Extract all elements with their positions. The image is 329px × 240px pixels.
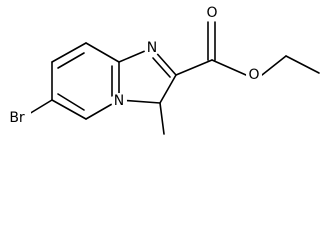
nitrogen-imine-mask bbox=[144, 40, 160, 56]
bond-layer bbox=[23, 21, 320, 135]
oxygen-ester-label: O bbox=[248, 67, 259, 83]
chemical-structure-diagram: N N Br O O bbox=[5, 5, 320, 135]
bromine-mask bbox=[5, 109, 31, 127]
bond-c5-c6-inner bbox=[57, 52, 85, 69]
nitrogen-bridge-mask bbox=[111, 93, 127, 109]
bond-c5b-c6b-inner bbox=[57, 93, 85, 111]
bond-c2-c3 bbox=[159, 74, 177, 104]
oxygen-carbonyl-label: O bbox=[206, 5, 217, 21]
bond-c3-methyl bbox=[159, 102, 165, 135]
oxygen-carbonyl-mask bbox=[204, 5, 220, 21]
bromine-label: Br bbox=[9, 110, 25, 126]
bond-n1-c2-inner bbox=[152, 57, 171, 78]
bond-carbonyl-ester-oxygen bbox=[211, 59, 247, 76]
bond-ester-oxygen-ch2 bbox=[261, 55, 287, 76]
bond-c5-c6 bbox=[51, 42, 87, 63]
atom-label-layer: N N Br O O bbox=[5, 5, 262, 127]
nitrogen-bridge-label: N bbox=[114, 93, 124, 109]
oxygen-ester-mask bbox=[246, 67, 262, 83]
bond-c5b-c6b bbox=[51, 99, 87, 120]
bond-ch2-ch3 bbox=[285, 55, 320, 74]
bond-c6-c8a bbox=[85, 42, 120, 63]
nitrogen-imine-label: N bbox=[147, 40, 157, 56]
bond-c2-carbonyl-carbon bbox=[175, 59, 213, 76]
